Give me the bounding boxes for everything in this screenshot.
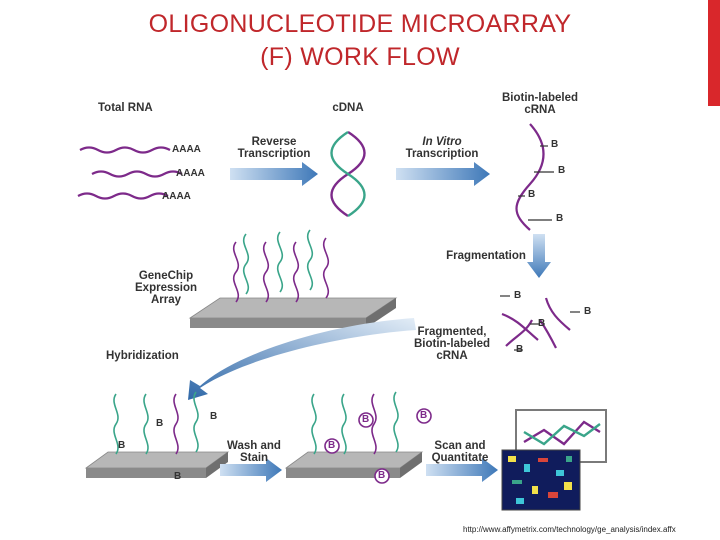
scan-arrow xyxy=(426,458,498,482)
workflow-diagram: Total RNA AAAA AAAA AAAA Reverse Transcr… xyxy=(70,84,670,518)
stain-tag-4: B xyxy=(420,410,428,421)
wash-stain-arrow xyxy=(220,458,282,482)
reverse-transcription-arrow xyxy=(230,162,318,186)
stained-chip xyxy=(284,391,432,484)
fragmented-crna-label: Fragmented, Biotin-labeled cRNA xyxy=(413,326,491,362)
poly-a-tag-2: AAAA xyxy=(176,168,205,179)
biotin-tag-12: B xyxy=(174,471,182,482)
cdna-helix xyxy=(330,130,366,218)
hybridization-arrow xyxy=(188,318,416,400)
poly-a-tag-1: AAAA xyxy=(172,144,201,155)
rna-strand-3 xyxy=(77,192,169,200)
in-vitro-arrow xyxy=(396,162,490,186)
stain-tag-3: B xyxy=(378,470,386,481)
biotin-tag-11: B xyxy=(118,440,126,451)
wash-stain-label: Wash and Stain xyxy=(227,440,281,464)
diagram-graphics xyxy=(77,123,607,511)
fragmentation-arrow xyxy=(527,234,551,278)
stain-tag-2: B xyxy=(362,414,370,425)
rna-strand-2 xyxy=(91,170,183,178)
scanned-array-image xyxy=(501,449,581,511)
in-vitro-transcription-label: In Vitro Transcription xyxy=(405,136,479,160)
total-rna-label: Total RNA xyxy=(98,102,153,114)
slide-title: OLIGONUCLEOTIDE MICROARRAY (F) WORK FLOW xyxy=(60,8,660,74)
stain-tag-1: B xyxy=(328,440,336,451)
title-line-2: (F) WORK FLOW xyxy=(260,43,460,71)
biotin-tag-2: B xyxy=(558,165,566,176)
biotin-crna-label: Biotin-labeled cRNA xyxy=(501,92,579,116)
biotin-tag-5: B xyxy=(514,290,522,301)
biotin-tag-3: B xyxy=(528,189,536,200)
title-line-1: OLIGONUCLEOTIDE MICROARRAY xyxy=(148,10,572,38)
scan-quantitate-label: Scan and Quantitate xyxy=(431,440,489,464)
hybridized-chip xyxy=(84,391,230,478)
rna-strand-1 xyxy=(79,146,171,154)
hybridization-label: Hybridization xyxy=(106,350,179,362)
poly-a-tag-3: AAAA xyxy=(162,191,191,202)
accent-bar xyxy=(708,0,720,106)
genechip-label: GeneChip Expression Array xyxy=(135,270,197,306)
fragmentation-label: Fragmentation xyxy=(446,250,526,262)
biotin-tag-1: B xyxy=(551,139,559,150)
biotin-tag-10: B xyxy=(210,411,218,422)
biotin-tag-4: B xyxy=(556,213,564,224)
fragmented-crna xyxy=(501,297,571,349)
reverse-transcription-label: Reverse Transcription xyxy=(237,136,311,160)
biotin-tag-6: B xyxy=(538,318,546,329)
genechip-array xyxy=(188,229,398,328)
total-rna-strands xyxy=(77,146,183,200)
biotin-tag-7: B xyxy=(584,306,592,317)
biotin-tag-8: B xyxy=(516,344,524,355)
biotin-crna-strand xyxy=(515,123,554,231)
cdna-label: cDNA xyxy=(332,102,364,114)
source-link[interactable]: http://www.affymetrix.com/technology/ge_… xyxy=(463,525,676,534)
biotin-tag-9: B xyxy=(156,418,164,429)
